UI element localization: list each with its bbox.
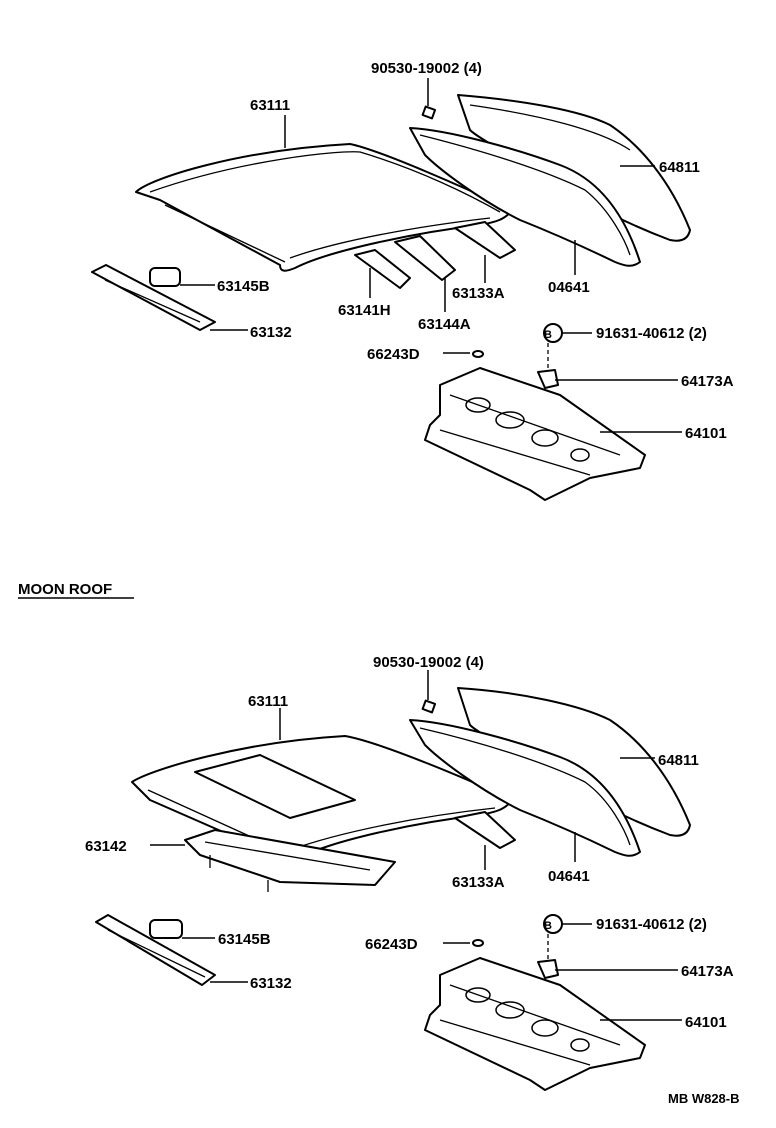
label-63145b-lower: 63145B [218,931,271,948]
label-63133a-upper: 63133A [452,285,505,302]
label-90530-lower: 90530-19002 (4) [373,654,484,671]
label-91631-lower: 91631-40612 (2) [596,916,707,933]
header-63132-upper [91,264,216,331]
label-64811-lower: 64811 [658,752,699,769]
label-64811-upper: 64811 [659,159,700,176]
bracket-64173a-upper [537,369,559,389]
label-63144a-upper: 63144A [418,316,471,333]
cap-66243d-lower [472,939,484,947]
diagram-id: MB W828-B [668,1091,740,1106]
label-66243d-lower: 66243D [365,936,418,953]
sunroof-housing-63142 [184,829,396,892]
lower-assembly: 63111 90530-19002 (4) 64811 04641 63133A… [85,654,734,1091]
section-title-moon-roof: MOON ROOF [18,581,112,598]
pad-63145b-upper [149,267,181,287]
leader-lines-lower [150,670,682,1021]
rail-63133a-lower [454,811,516,849]
label-63141h-upper: 63141H [338,302,391,319]
label-63111-lower: 63111 [248,693,288,710]
label-04641-lower: 04641 [548,868,590,885]
label-63132-lower: 63132 [250,975,292,992]
label-91631-upper: 91631-40612 (2) [596,325,707,342]
rail-63141h-upper [354,249,411,289]
label-64173a-lower: 64173A [681,963,734,980]
label-64101-lower: 64101 [685,1014,727,1031]
weatherstrip-upper [409,127,641,267]
package-tray-panel-upper [424,367,646,501]
label-b-marker-lower: B [544,920,552,932]
label-63142-lower: 63142 [85,838,127,855]
label-66243d-upper: 66243D [367,346,420,363]
cap-66243d-upper [472,350,484,358]
label-64173a-upper: 64173A [681,373,734,390]
label-63145b-upper: 63145B [217,278,270,295]
label-63111-upper: 63111 [250,97,290,114]
pad-63145b-lower [149,919,183,939]
clip-90530-lower [421,699,437,714]
clip-90530-upper [421,105,437,120]
bracket-64173a-lower [537,959,559,979]
label-90530-upper: 90530-19002 (4) [371,60,482,77]
rail-63133a-upper [454,221,516,259]
leader-lines-upper [180,78,682,433]
label-63132-upper: 63132 [250,324,292,341]
roof-panel-lower [131,735,513,864]
roof-panel-upper [135,143,513,272]
label-64101-upper: 64101 [685,425,727,442]
rail-63144a-upper [394,235,456,281]
weatherstrip-lower [409,719,641,857]
upper-assembly: 63111 90530-19002 (4) 64811 04641 63133A… [91,60,734,501]
label-04641-upper: 04641 [548,279,590,296]
package-tray-panel-lower [424,957,646,1091]
label-b-marker-upper: B [544,329,552,341]
label-63133a-lower: 63133A [452,874,505,891]
